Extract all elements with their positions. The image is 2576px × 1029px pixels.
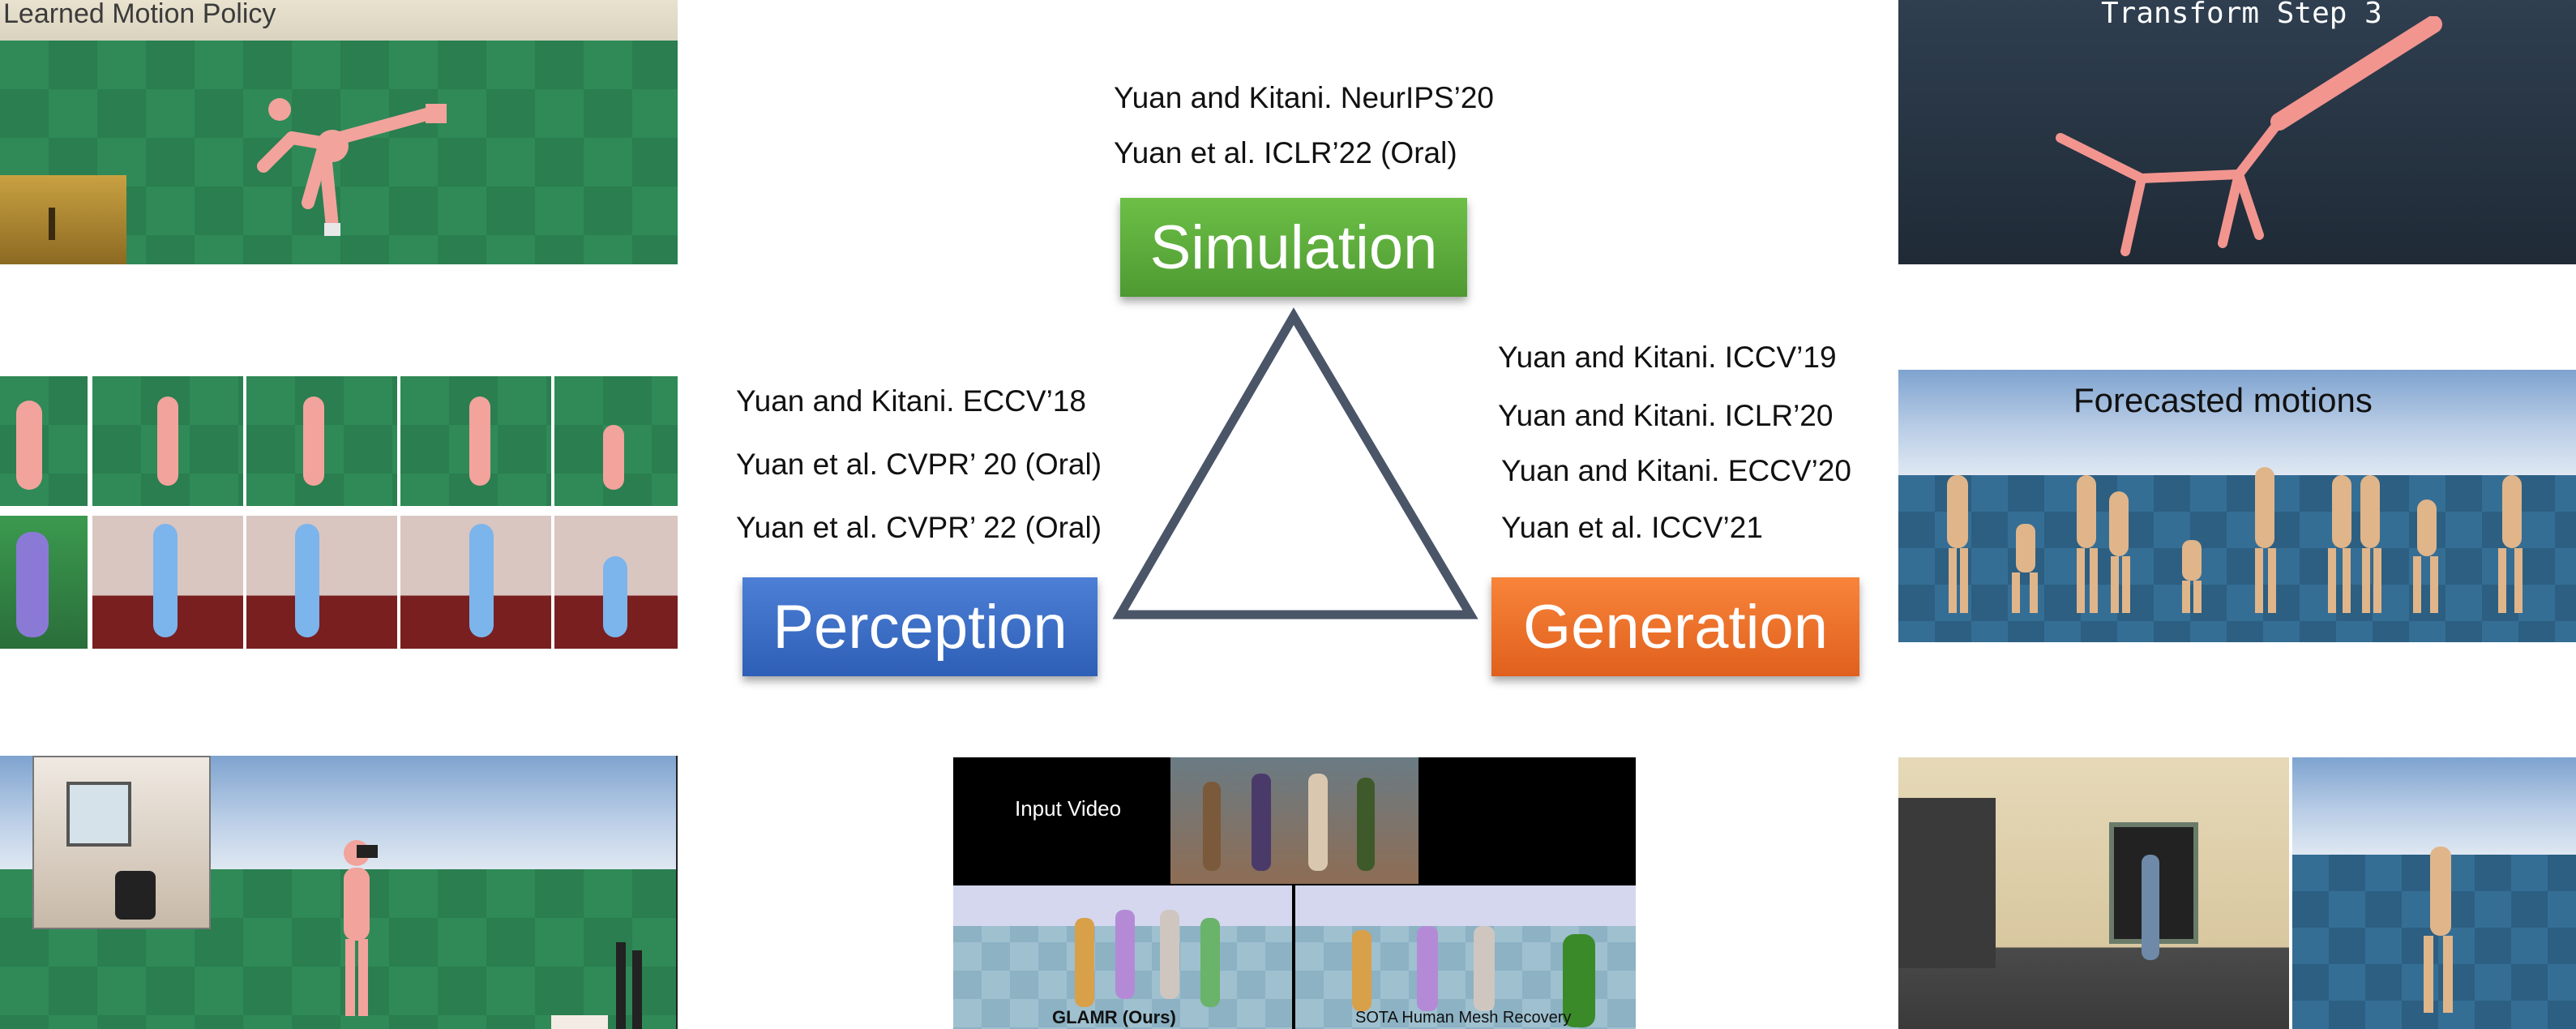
sota-label: SOTA Human Mesh Recovery — [1355, 1009, 1572, 1027]
floor — [1898, 475, 2576, 642]
street-photo — [1898, 757, 2289, 1029]
street-walking-panel — [1898, 757, 2576, 1029]
generation-citation: Yuan and Kitani. ICLR’20 — [1498, 399, 1834, 432]
generation-citation: Yuan and Kitani. ECCV’20 — [1501, 454, 1851, 487]
perception-citation: Yuan et al. CVPR’ 20 (Oral) — [736, 448, 1102, 481]
inset-room-photo — [32, 756, 211, 929]
frame-thumbnail — [246, 376, 397, 506]
sota-result-frame — [1295, 885, 1636, 1029]
frame-thumbnail — [0, 376, 88, 506]
transform-step-panel: Transform Step 3 — [1898, 0, 2576, 264]
forecasted-figures — [1947, 467, 2523, 613]
learned-motion-policy-panel: Learned Motion Policy — [0, 0, 678, 264]
frame-thumbnail — [400, 516, 551, 649]
input-video-frame — [1170, 757, 1419, 884]
perception-citation: Yuan et al. CVPR’ 22 (Oral) — [736, 511, 1102, 544]
frame-thumbnail — [400, 376, 551, 506]
vr-user-figure — [344, 840, 378, 1016]
sky — [0, 0, 678, 41]
panel-caption: Transform Step 3 — [2101, 0, 2382, 30]
glamr-comparison-panel: Input Video GLAMR (Ours) SOTA Human Mesh… — [953, 757, 1636, 1029]
transforming-agent-figure — [2056, 16, 2442, 256]
simulated-walker — [2292, 757, 2576, 1029]
frame-thumbnail — [0, 516, 88, 649]
humanoid-figure — [257, 98, 447, 236]
perception-citation: Yuan and Kitani. ECCV’18 — [736, 384, 1086, 418]
panel-caption: Learned Motion Policy — [3, 0, 276, 29]
vr-scene-panel — [0, 756, 678, 1029]
sky — [1898, 370, 2576, 475]
glamr-result-frame — [953, 885, 1292, 1029]
generation-citation: Yuan and Kitani. ICCV’19 — [1498, 341, 1837, 374]
frame-thumbnail — [246, 516, 397, 649]
frame-thumbnail — [554, 516, 678, 649]
frame-thumbnail — [92, 376, 243, 506]
panel-caption: Forecasted motions — [2073, 381, 2373, 419]
simulation-badge: Simulation — [1120, 198, 1467, 297]
input-video-label: Input Video — [1015, 796, 1122, 821]
inset-video-thumbnail — [0, 175, 126, 264]
forecasted-motions-panel: Forecasted motions — [1898, 370, 2576, 642]
frame-thumbnail — [554, 376, 678, 506]
simulation-citation: Yuan and Kitani. NeurIPS’20 — [1114, 81, 1494, 114]
perception-frames-grid — [0, 376, 678, 649]
glamr-label: GLAMR (Ours) — [1052, 1007, 1176, 1027]
chair-silhouette — [551, 942, 642, 1029]
frame-thumbnail — [92, 516, 243, 649]
triangle — [1112, 307, 1478, 620]
generation-citation: Yuan et al. ICCV’21 — [1501, 511, 1763, 544]
simulation-citation: Yuan et al. ICLR’22 (Oral) — [1114, 136, 1457, 169]
generation-badge: Generation — [1491, 577, 1859, 676]
perception-badge: Perception — [742, 577, 1098, 676]
